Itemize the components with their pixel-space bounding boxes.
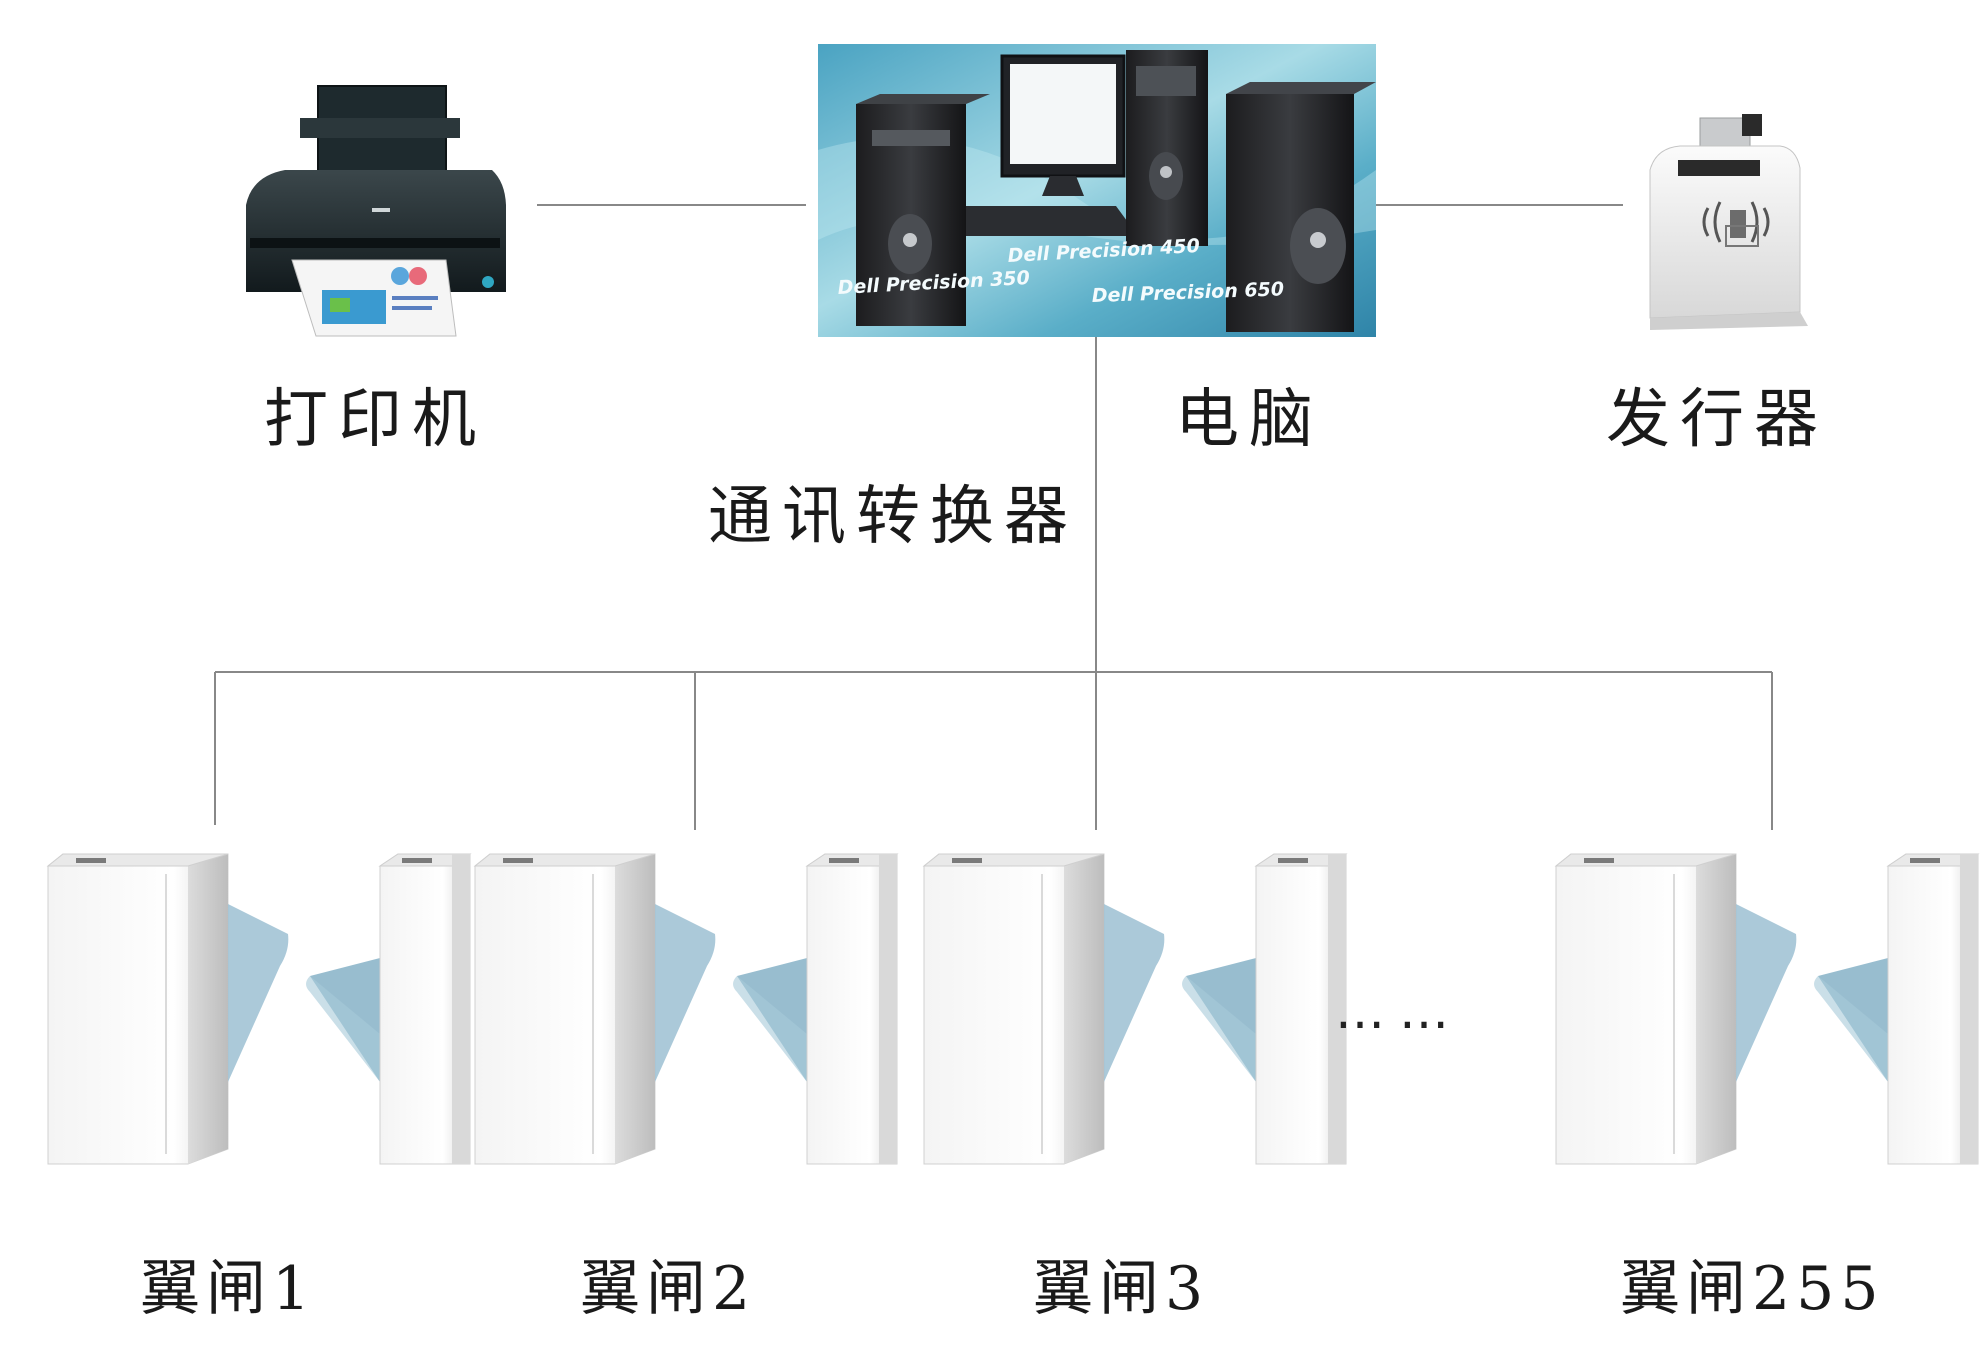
printer-icon [246, 85, 506, 337]
computer-label: 电脑 [1175, 383, 1323, 457]
converter-label: 通讯转换器 [708, 480, 1078, 554]
issuer-label: 发行器 [1606, 383, 1828, 457]
connection-lines [214, 204, 1773, 830]
flap-gate-2 [474, 853, 898, 1165]
flap-gate-1 [47, 853, 471, 1165]
gate-label-3: 翼闸3 [1033, 1254, 1210, 1324]
more-gates-ellipsis: …… [1335, 982, 1463, 1040]
flap-gate-3 [923, 853, 1347, 1165]
printer-label: 打印机 [264, 383, 486, 457]
computer-icon: Dell Precision 350 Dell Precision 450 De… [818, 44, 1376, 337]
gate-label-1: 翼闸1 [140, 1254, 317, 1324]
card-issuer-icon [1649, 114, 1808, 330]
gate-label-2: 翼闸2 [580, 1254, 757, 1324]
gate-label-255: 翼闸255 [1620, 1254, 1885, 1324]
flap-gate-255 [1555, 853, 1979, 1165]
